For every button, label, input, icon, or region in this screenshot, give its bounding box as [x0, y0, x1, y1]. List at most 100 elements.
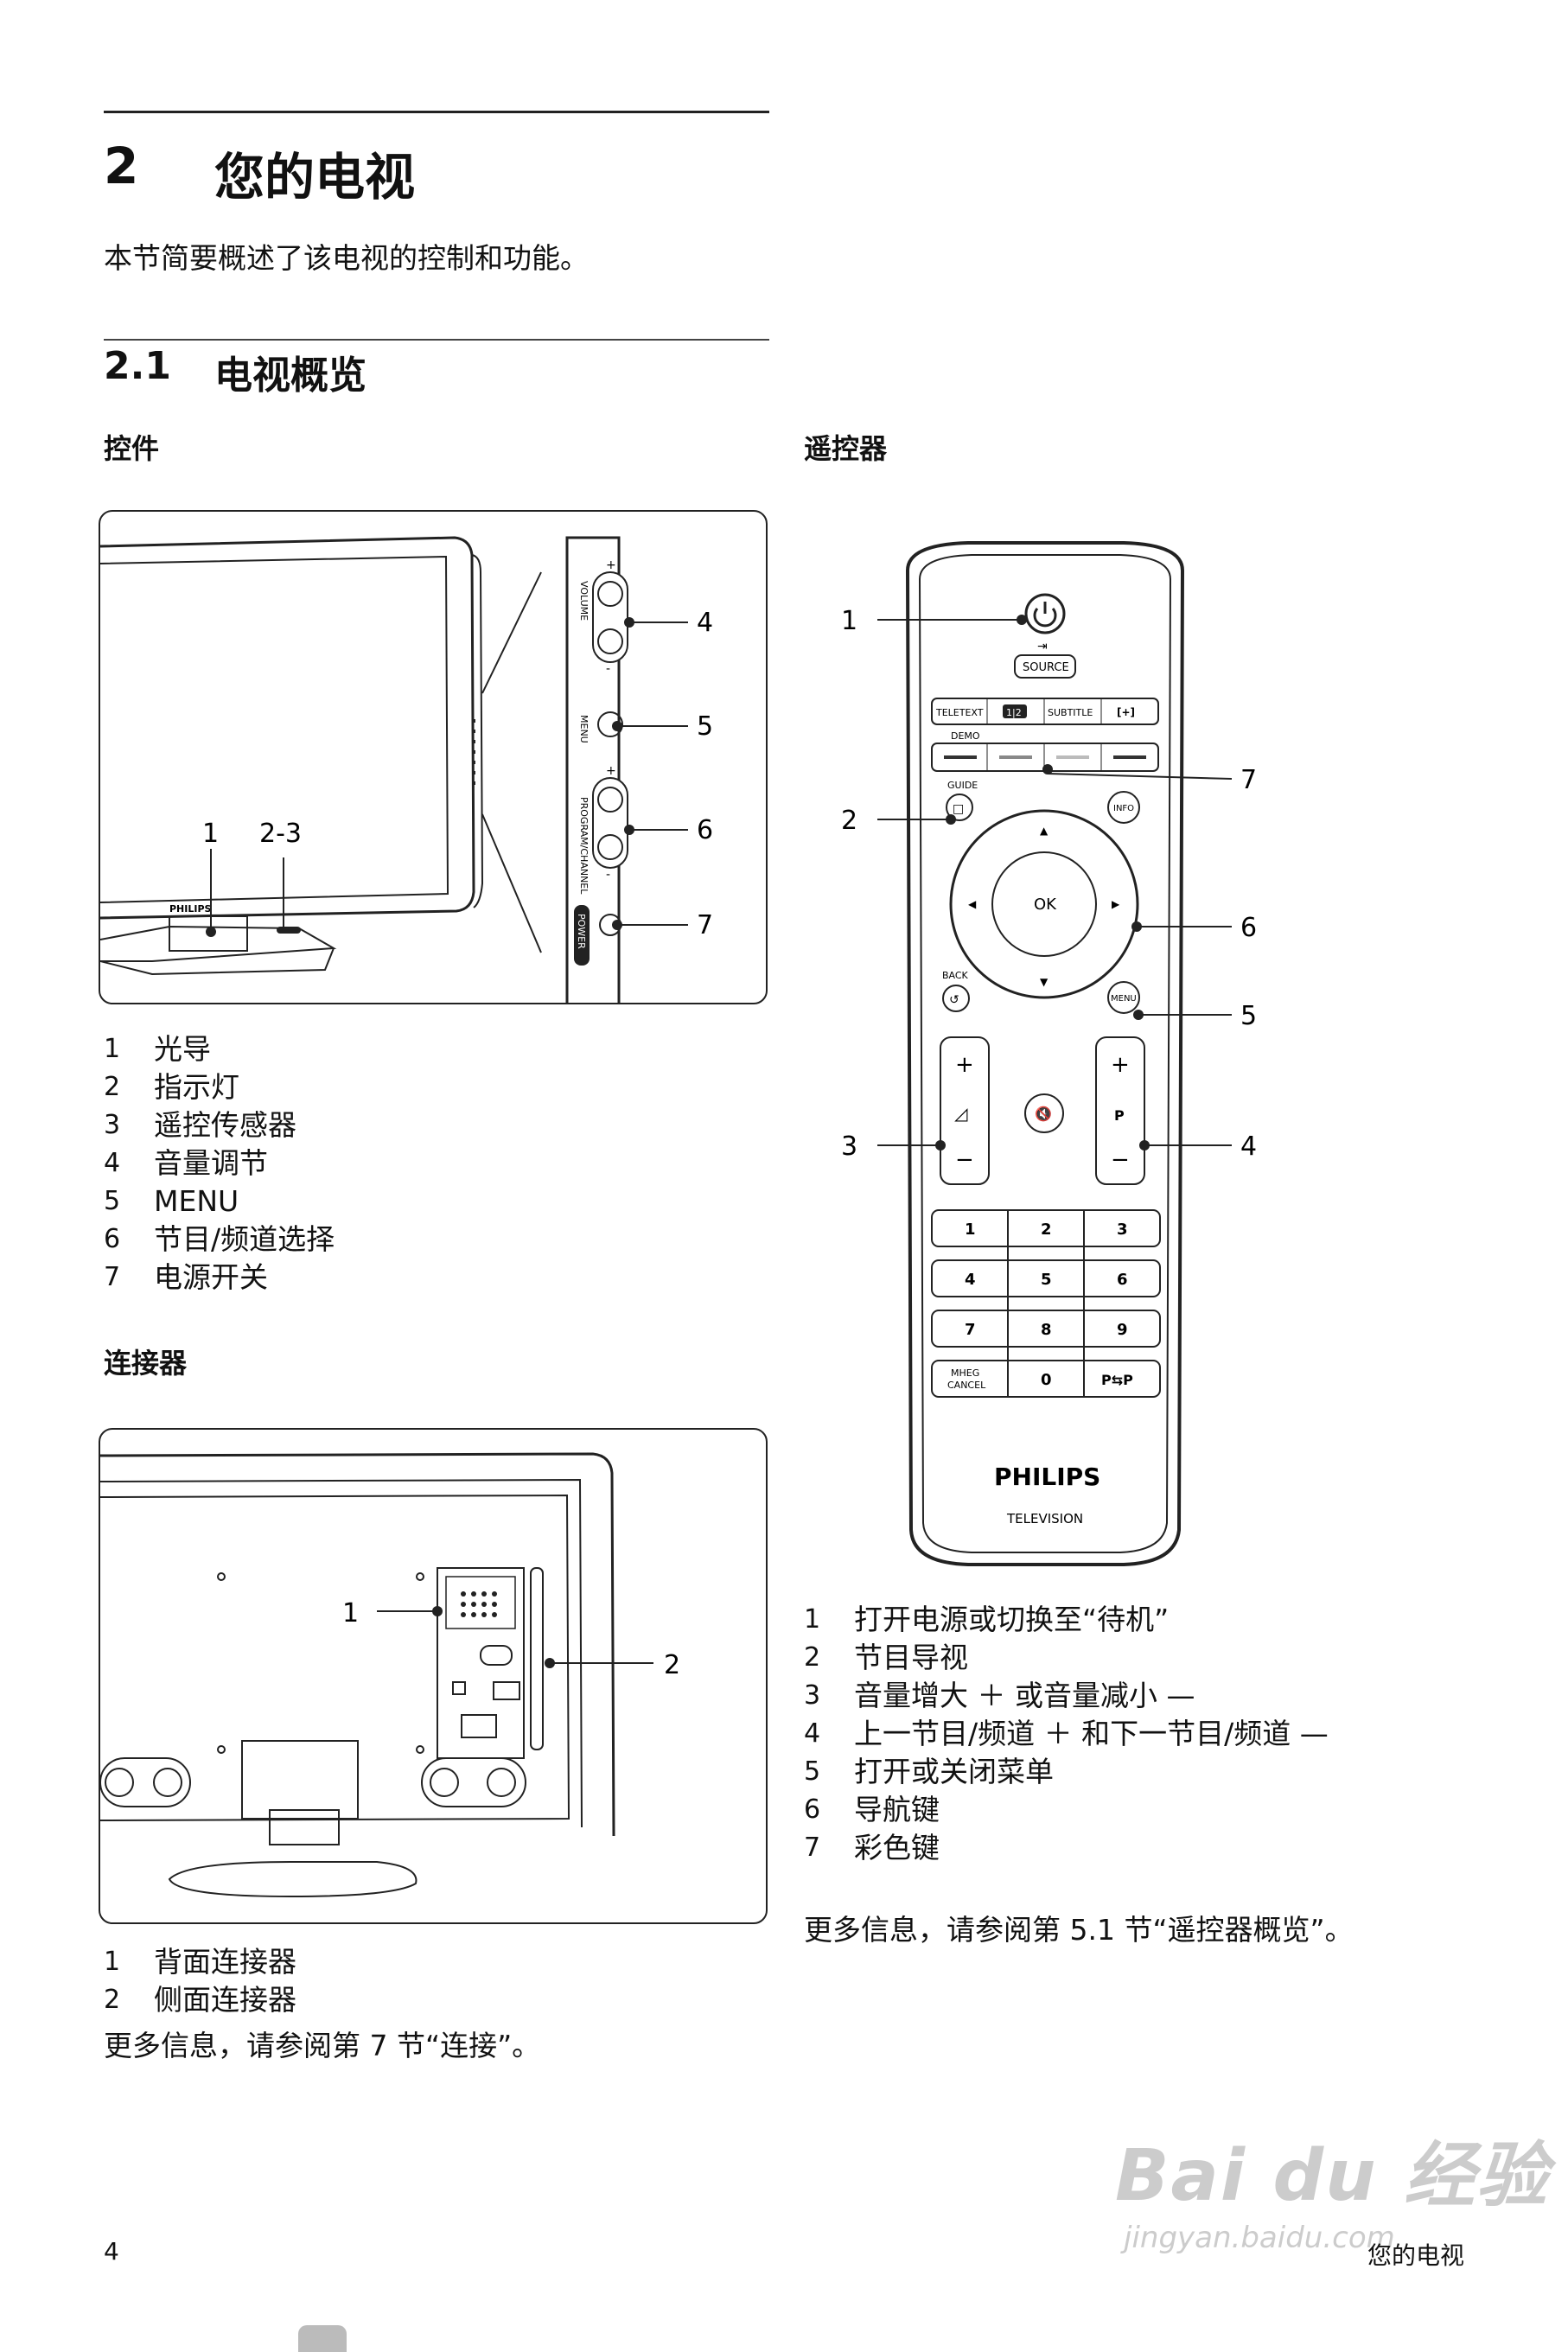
- volume-minus: −: [955, 1147, 974, 1173]
- section-rule: [104, 339, 769, 341]
- key-0[interactable]: 0: [1041, 1371, 1052, 1389]
- callout-1: 1: [202, 819, 219, 849]
- volume-icon: ◿: [953, 1103, 968, 1124]
- key-7[interactable]: 7: [965, 1321, 976, 1339]
- watermark-url: jingyan.baidu.com: [1124, 2221, 1395, 2255]
- remote-illustration: ⇥ SOURCE TELETEXT 1|2 SUBTITLE [+] DEMO …: [841, 541, 1257, 1566]
- down-arrow-icon: ▼: [1040, 976, 1049, 988]
- navigation-ring[interactable]: [949, 809, 1139, 999]
- mute-button[interactable]: [1024, 1093, 1064, 1133]
- mute-icon: 🔇: [1035, 1106, 1052, 1122]
- section-title: 电视概览: [214, 354, 367, 398]
- connectors-more-info: 更多信息，请参阅第 7 节“连接”。: [104, 2029, 541, 2062]
- callout-6: 6: [697, 815, 713, 845]
- ok-button[interactable]: [991, 851, 1097, 957]
- program-minus: −: [1111, 1147, 1130, 1173]
- pp-button[interactable]: P⇆P: [1101, 1372, 1133, 1388]
- remote-callout-1: 1: [841, 606, 857, 636]
- key-1[interactable]: 1: [965, 1221, 976, 1239]
- program-rocker[interactable]: [1095, 1036, 1145, 1185]
- callout-4: 4: [697, 608, 713, 638]
- tv-front-illustration: PHILIPS 1 2-3 VOLUME MENU PROGRAM/CHANNE…: [100, 536, 713, 1003]
- volume-plus: +: [955, 1052, 974, 1078]
- remote-sub-brand: TELEVISION: [1006, 1511, 1083, 1527]
- controls-heading: 控件: [104, 432, 160, 465]
- remote-callout-5: 5: [1240, 1001, 1257, 1031]
- tv-brand: PHILIPS: [169, 903, 212, 915]
- guide-button[interactable]: [946, 794, 973, 821]
- watermark-logo: Bai du 经验: [1115, 2135, 1550, 2217]
- top-rule: [104, 111, 769, 113]
- cancel-label[interactable]: CANCEL: [947, 1380, 986, 1391]
- remote-callout-2: 2: [841, 806, 857, 836]
- key-8[interactable]: 8: [1041, 1321, 1052, 1339]
- info-label: INFO: [1113, 804, 1134, 813]
- panel-power: POWER: [576, 914, 587, 949]
- page-number: 4: [104, 2237, 119, 2266]
- watermark: Bai du 经验 jingyan.baidu.com: [1115, 2118, 1549, 2255]
- panel-menu: MENU: [578, 715, 590, 743]
- tv-back-figure: 1 2: [99, 1428, 768, 1924]
- dual-button[interactable]: 1|2: [1006, 707, 1022, 718]
- back-button[interactable]: [942, 985, 970, 1012]
- source-button[interactable]: SOURCE: [1023, 661, 1069, 674]
- remote-callout-7: 7: [1240, 765, 1257, 795]
- key-4[interactable]: 4: [965, 1271, 976, 1289]
- remote-callout-4: 4: [1240, 1131, 1257, 1162]
- tv-front-figure: PHILIPS 1 2-3 VOLUME MENU PROGRAM/CHANNE…: [99, 510, 768, 1004]
- subtitle-button[interactable]: SUBTITLE: [1048, 707, 1093, 718]
- key-9[interactable]: 9: [1117, 1321, 1128, 1339]
- remote-brand: PHILIPS: [994, 1463, 1100, 1491]
- guide-label: GUIDE: [947, 780, 978, 791]
- back-callout-1: 1: [342, 1598, 359, 1629]
- key-6[interactable]: 6: [1117, 1271, 1128, 1289]
- panel-volume: VOLUME: [578, 581, 590, 621]
- key-3[interactable]: 3: [1117, 1221, 1128, 1239]
- volume-rocker[interactable]: [940, 1036, 990, 1185]
- key-5[interactable]: 5: [1041, 1271, 1052, 1289]
- intro-text: 本节简要概述了该电视的控制和功能。: [104, 241, 589, 275]
- prog-minus-label: -: [606, 868, 610, 882]
- program-plus: +: [1111, 1052, 1130, 1078]
- section-heading: 2.1 电视概览: [104, 344, 367, 399]
- callout-5: 5: [697, 711, 713, 742]
- menu-label: MENU: [1111, 994, 1137, 1004]
- footer-title: 您的电视: [1367, 2241, 1464, 2270]
- panel-program: PROGRAM/CHANNEL: [578, 797, 590, 895]
- program-label: P: [1114, 1107, 1125, 1124]
- remote-heading: 遥控器: [804, 432, 888, 465]
- source-icon: ⇥: [1037, 640, 1048, 653]
- demo-label: DEMO: [951, 730, 980, 742]
- right-arrow-icon: ▶: [1112, 898, 1120, 910]
- chapter-heading: 2 您的电视: [104, 137, 415, 209]
- callout-2-3: 2-3: [259, 819, 302, 849]
- chapter-title: 您的电视: [214, 148, 416, 207]
- chapter-number: 2: [104, 137, 139, 195]
- vol-minus-label: -: [606, 662, 610, 676]
- key-2[interactable]: 2: [1041, 1221, 1052, 1239]
- book-icon: □: [953, 802, 964, 816]
- info-button[interactable]: [1107, 791, 1140, 824]
- tv-back-illustration: 1 2: [100, 1452, 680, 1898]
- mheg-label[interactable]: MHEG: [951, 1367, 979, 1379]
- left-arrow-icon: ◀: [968, 898, 977, 910]
- ok-label: OK: [1034, 896, 1057, 914]
- menu-button[interactable]: [1107, 981, 1140, 1014]
- remote-callout-6: 6: [1240, 913, 1257, 943]
- format-button[interactable]: [+]: [1117, 706, 1135, 718]
- page-tab: [298, 2325, 347, 2352]
- remote-more-info: 更多信息，请参阅第 5.1 节“遥控器概览”。: [804, 1913, 1354, 1947]
- teletext-button[interactable]: TELETEXT: [935, 707, 984, 718]
